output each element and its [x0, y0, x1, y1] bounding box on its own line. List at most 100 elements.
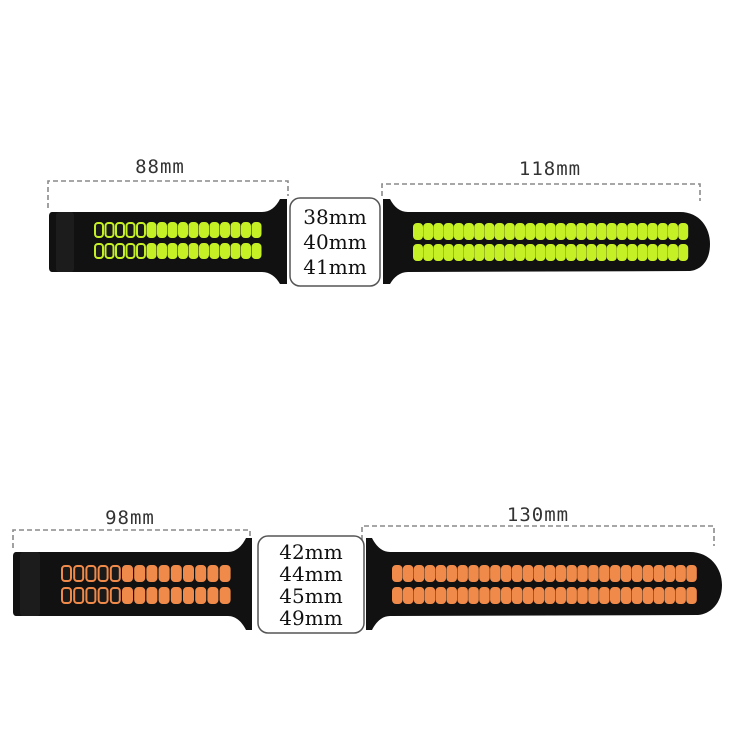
top-short-dimension-line — [47, 180, 289, 208]
strap-hole — [490, 565, 501, 582]
strap-hole — [686, 565, 697, 582]
strap-hole — [195, 565, 207, 582]
strap-hole — [251, 222, 262, 238]
strap-hole — [413, 223, 423, 240]
strap-hole — [230, 222, 241, 238]
strap-hole — [109, 587, 121, 604]
strap-hole — [183, 565, 194, 582]
top-size-box — [289, 197, 381, 287]
strap-hole — [566, 223, 576, 240]
top-short-strap — [49, 199, 287, 284]
strap-hole — [555, 587, 566, 604]
strap-hole — [424, 565, 436, 582]
strap-hole — [413, 565, 425, 582]
top-band: 88mm 118mm 38mm 40mm 41mm — [47, 156, 710, 287]
strap-hole — [423, 223, 434, 240]
strap-hole — [678, 223, 689, 240]
strap-hole — [136, 222, 146, 238]
strap-hole — [433, 244, 444, 261]
strap-hole — [535, 223, 546, 240]
strap-hole — [501, 587, 512, 604]
strap-hole — [435, 565, 447, 582]
strap-hole — [413, 587, 425, 604]
strap-hole — [241, 222, 251, 238]
strap-hole — [545, 244, 556, 261]
strap-hole — [596, 244, 607, 261]
strap-hole — [209, 243, 220, 259]
strap-hole — [535, 244, 546, 261]
strap-hole — [61, 587, 72, 604]
strap-hole — [435, 587, 447, 604]
strap-hole — [209, 222, 220, 238]
strap-hole — [664, 565, 675, 582]
bottom-size-4: 49mm — [279, 606, 342, 630]
strap-hole — [596, 223, 607, 240]
strap-hole — [464, 244, 474, 261]
strap-hole — [686, 587, 697, 604]
strap-hole — [188, 222, 199, 238]
strap-hole — [468, 587, 479, 604]
strap-hole — [125, 243, 136, 259]
strap-hole — [620, 587, 632, 604]
top-long-length-label: 118mm — [519, 158, 581, 180]
strap-hole — [443, 244, 454, 261]
strap-hole — [545, 223, 556, 240]
strap-hole — [402, 565, 414, 582]
strap-hole — [122, 565, 133, 582]
strap-hole — [668, 223, 678, 240]
strap-hole — [555, 223, 566, 240]
strap-hole — [73, 565, 85, 582]
strap-hole — [97, 587, 109, 604]
strap-hole — [610, 587, 621, 604]
strap-hole — [464, 223, 474, 240]
strap-hole — [515, 223, 525, 240]
strap-hole — [501, 565, 512, 582]
strap-hole — [504, 244, 515, 261]
strap-hole — [599, 565, 610, 582]
strap-hole — [642, 565, 654, 582]
strap-hole — [588, 565, 599, 582]
strap-hole — [566, 587, 577, 604]
strap-hole — [413, 244, 423, 261]
strap-hole — [423, 244, 434, 261]
top-size-3: 41mm — [303, 255, 366, 279]
strap-hole — [199, 222, 209, 238]
strap-hole — [170, 565, 182, 582]
strap-hole — [104, 243, 115, 259]
strap-hole — [188, 243, 199, 259]
top-long-strap — [383, 199, 710, 284]
strap-hole — [109, 565, 121, 582]
strap-hole — [678, 244, 689, 261]
bottom-size-2: 44mm — [279, 562, 342, 586]
strap-hole — [617, 223, 627, 240]
strap-hole — [97, 565, 109, 582]
strap-hole — [606, 223, 617, 240]
strap-hole — [484, 223, 495, 240]
strap-hole — [402, 587, 414, 604]
strap-hole — [157, 222, 167, 238]
strap-hole — [515, 244, 525, 261]
strap-hole — [657, 223, 668, 240]
strap-hole — [392, 587, 403, 604]
bottom-long-holes — [392, 565, 697, 604]
strap-hole — [453, 244, 464, 261]
strap-hole — [631, 565, 643, 582]
strap-hole — [136, 243, 146, 259]
bottom-buckle — [20, 552, 40, 616]
bottom-size-1: 42mm — [279, 540, 342, 564]
bottom-short-length-label: 98mm — [105, 507, 155, 529]
strap-hole — [610, 565, 621, 582]
strap-hole — [167, 222, 178, 238]
strap-hole — [566, 244, 576, 261]
strap-hole — [631, 587, 643, 604]
strap-hole — [207, 565, 219, 582]
strap-hole — [146, 565, 158, 582]
strap-hole — [207, 587, 219, 604]
strap-hole — [146, 243, 157, 259]
bottom-long-dimension-line — [361, 525, 715, 546]
top-short-holes — [94, 222, 262, 259]
strap-hole — [522, 587, 534, 604]
strap-hole — [588, 587, 599, 604]
strap-hole — [664, 587, 675, 604]
